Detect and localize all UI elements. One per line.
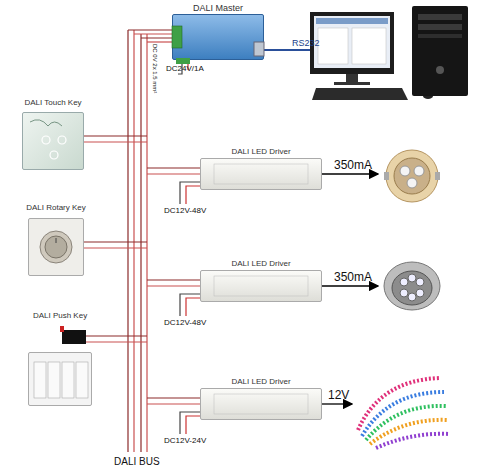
device-name: DALI LED Driver — [171, 377, 351, 386]
touch-key-panel: DALI Touch Key — [22, 112, 84, 170]
power-label: DC24V/1A — [166, 64, 204, 73]
led-driver-box: DALI LED Driver — [200, 158, 322, 190]
current-label: 350mA — [334, 270, 372, 284]
push-key-panel: DALI Push Key — [28, 352, 92, 406]
device-name: DALI Push Key — [0, 311, 121, 320]
led-driver-box: DALI LED Driver — [200, 388, 322, 420]
bus-label: DALI BUS — [114, 456, 160, 467]
power-label: DC12V-48V — [164, 318, 206, 327]
cable-spec: DC 0V 2x 1.5 mm² — [152, 44, 158, 93]
device-name: DALI Master — [143, 3, 293, 13]
voltage-label: 12V — [328, 388, 349, 402]
device-name: DALI Rotary Key — [0, 203, 113, 212]
device-name: DALI LED Driver — [171, 259, 351, 268]
power-label: DC12V-48V — [164, 206, 206, 215]
led-driver-box: DALI LED Driver — [200, 270, 322, 302]
rotary-key-panel: DALI Rotary Key — [28, 218, 84, 276]
power-label: DC12V-24V — [164, 436, 206, 445]
device-name: DALI LED Driver — [171, 147, 351, 156]
interface-label: RS232 — [292, 38, 320, 48]
device-name: DALI Touch Key — [0, 98, 113, 107]
controller-box: DALI Master — [172, 14, 264, 60]
current-label: 350mA — [334, 158, 372, 172]
